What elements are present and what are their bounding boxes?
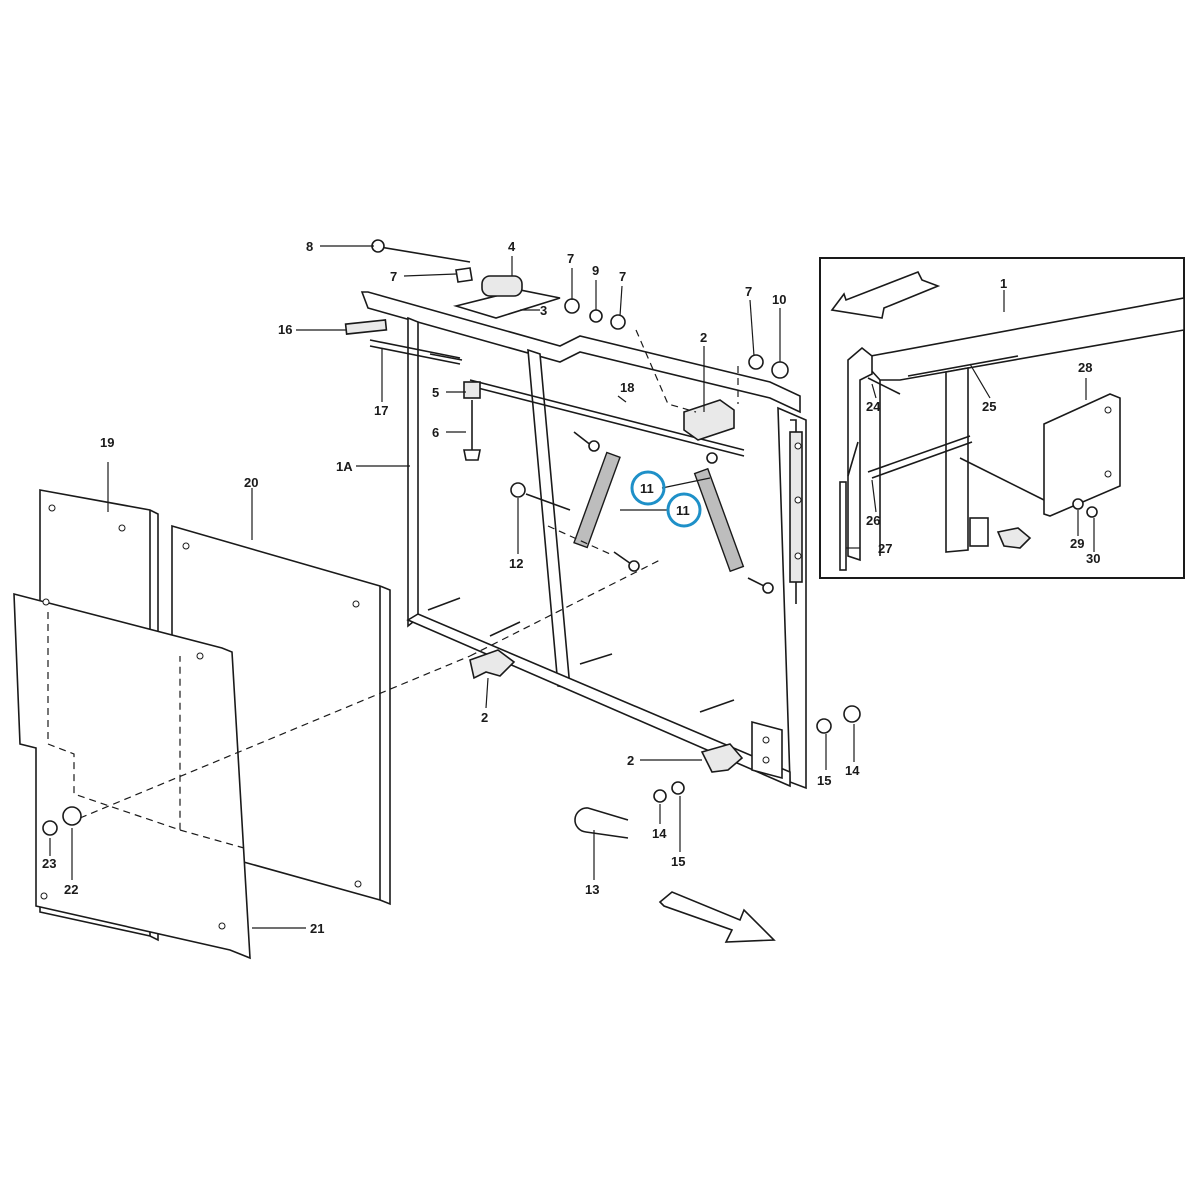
- label-4: 4: [508, 239, 516, 254]
- leader-lines: [49, 245, 1095, 929]
- hinge-parts: [469, 399, 744, 773]
- label-10: 10: [772, 292, 786, 307]
- label-13: 13: [585, 882, 599, 897]
- label-17: 17: [374, 403, 388, 418]
- direction-arrow-inset: [830, 270, 941, 319]
- label-6: 6: [432, 425, 439, 440]
- label-14a: 14: [845, 763, 860, 778]
- direction-arrow-bottom: [658, 891, 776, 943]
- label-5: 5: [432, 385, 439, 400]
- bolt-6: [463, 381, 481, 461]
- top-fasteners: [564, 298, 789, 413]
- label-11b: 11: [676, 503, 690, 518]
- label-11a: 11: [640, 481, 654, 496]
- label-21: 21: [310, 921, 324, 936]
- label-7d: 7: [745, 284, 752, 299]
- label-30: 30: [1086, 551, 1100, 566]
- label-8: 8: [306, 239, 313, 254]
- u-bolt-13: [574, 705, 861, 839]
- label-15b: 15: [671, 854, 685, 869]
- label-1a: 1A: [336, 459, 353, 474]
- label-2c: 2: [627, 753, 634, 768]
- panel-21: [13, 559, 661, 960]
- label-20: 20: [244, 475, 258, 490]
- label-7c: 7: [619, 269, 626, 284]
- label-27: 27: [878, 541, 892, 556]
- label-9: 9: [592, 263, 599, 278]
- part-labels: 8 7 4 3 7 9 7 7 10 2 16 5 17 18 6 1A 11 …: [42, 239, 1100, 936]
- label-25: 25: [982, 399, 996, 414]
- label-3: 3: [540, 303, 547, 318]
- label-28: 28: [1078, 360, 1092, 375]
- panel-fasteners: [42, 806, 82, 836]
- label-24: 24: [866, 399, 881, 414]
- label-18: 18: [620, 380, 634, 395]
- label-16: 16: [278, 322, 292, 337]
- label-14b: 14: [652, 826, 667, 841]
- callout-circle-11a: [630, 470, 666, 506]
- callout-circle-11b: [666, 492, 702, 528]
- label-7a: 7: [390, 269, 397, 284]
- label-26: 26: [866, 513, 880, 528]
- label-15a: 15: [817, 773, 831, 788]
- label-1: 1: [1000, 276, 1007, 291]
- label-19: 19: [100, 435, 114, 450]
- label-23: 23: [42, 856, 56, 871]
- label-29: 29: [1070, 536, 1084, 551]
- bolt-12: [510, 482, 611, 555]
- label-2b: 2: [481, 710, 488, 725]
- label-2a: 2: [700, 330, 707, 345]
- label-12: 12: [509, 556, 523, 571]
- inset-detail: [819, 257, 1185, 579]
- label-7b: 7: [567, 251, 574, 266]
- gas-struts: [573, 431, 774, 594]
- label-22: 22: [64, 882, 78, 897]
